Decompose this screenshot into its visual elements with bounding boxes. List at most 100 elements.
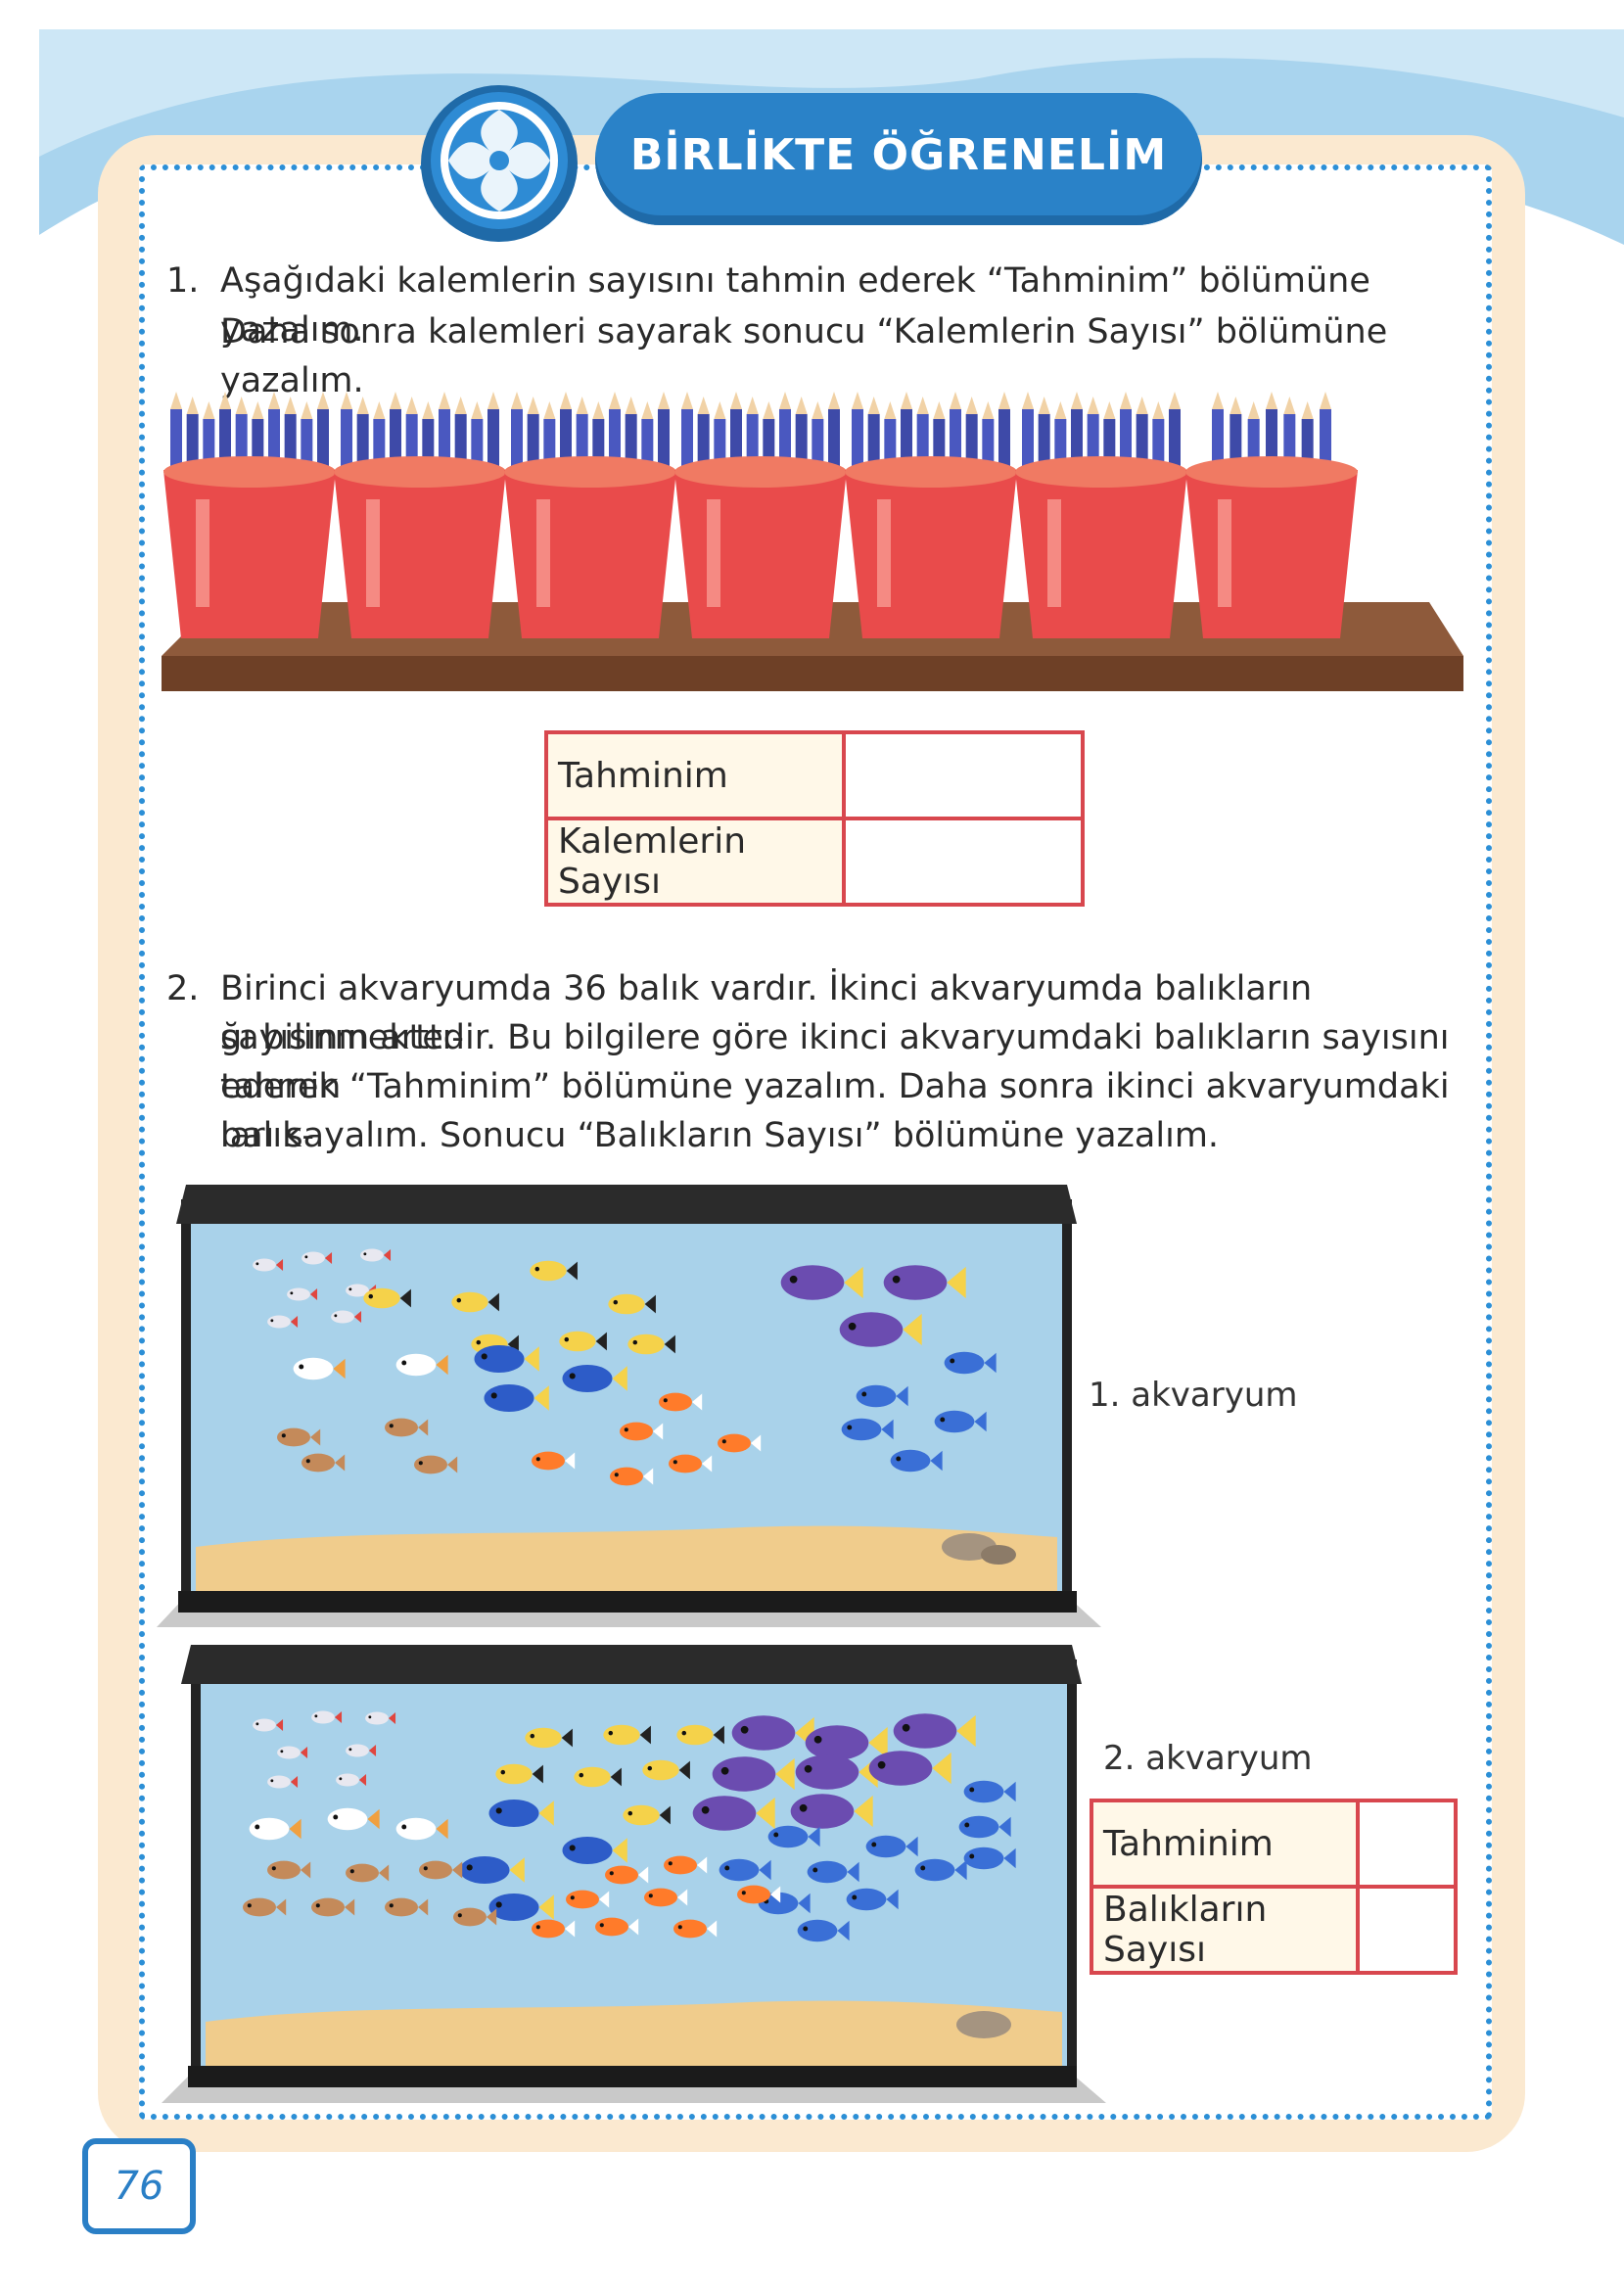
fish: [243, 1897, 287, 1917]
question-2: 2. Birinci akvaryumda 36 balık vardır. İ…: [166, 964, 1459, 1170]
fish: [559, 1331, 607, 1352]
fish: [419, 1860, 463, 1880]
fish: [360, 1248, 392, 1262]
fish: [302, 1453, 346, 1473]
fish: [914, 1858, 967, 1882]
table-label: Balıkların Sayısı: [1103, 1890, 1268, 1970]
table-row: Balıkların Sayısı: [1093, 1889, 1454, 1971]
fish: [311, 1897, 355, 1917]
fish: [719, 1858, 771, 1882]
estimate-answer-cell[interactable]: [1356, 1802, 1454, 1885]
fish: [958, 1815, 1011, 1839]
fish: [856, 1384, 908, 1408]
fish: [331, 1310, 362, 1324]
pencil-cup: [674, 392, 847, 638]
pencil-cup: [163, 392, 336, 638]
fish: [669, 1454, 713, 1473]
fish: [327, 1807, 380, 1831]
fish: [865, 1835, 918, 1858]
pencil-cups-illustration: [162, 392, 1463, 691]
fish: [484, 1383, 549, 1413]
question-1: 1. Aşağıdaki kalemlerin sayısını tahmin …: [166, 257, 1439, 400]
question-text-line: ederek “Tahminim” bölümüne yazalım. Daha…: [220, 1067, 1450, 1155]
fish: [605, 1865, 649, 1885]
fish: [642, 1759, 690, 1781]
fish: [302, 1251, 333, 1265]
fish: [659, 1392, 703, 1412]
question-text-line: ğı bilinmektedir. Bu bilgilere göre ikin…: [220, 1018, 1450, 1106]
aquarium-2: [162, 1645, 1106, 2103]
table-label: Kalemlerin Sayısı: [558, 821, 747, 902]
fish: [488, 1799, 554, 1828]
fish: [805, 1725, 888, 1760]
fish: [627, 1333, 675, 1355]
fish: [574, 1766, 622, 1788]
fish: [530, 1260, 578, 1282]
fish: [562, 1836, 627, 1865]
aquarium-2-label: 2. akvaryum: [1103, 1739, 1313, 1778]
fish: [365, 1711, 396, 1725]
fish: [488, 1893, 554, 1922]
fish: [267, 1775, 299, 1789]
fish: [346, 1744, 377, 1757]
fish: [807, 1860, 859, 1884]
fish: [459, 1855, 525, 1885]
fish: [846, 1888, 899, 1911]
fish: [453, 1907, 497, 1927]
fish: [676, 1724, 724, 1746]
fish: [944, 1351, 997, 1375]
fish: [311, 1710, 343, 1724]
aquarium-1-label: 1. akvaryum: [1089, 1376, 1298, 1415]
fish: [277, 1427, 321, 1447]
fish: [267, 1315, 299, 1329]
fish: [267, 1860, 311, 1880]
pencil-cup: [334, 392, 506, 638]
fish: [797, 1919, 850, 1942]
fish: [623, 1804, 671, 1826]
question-number: 2.: [166, 969, 200, 1008]
fish: [414, 1455, 458, 1474]
fish: [395, 1353, 448, 1377]
fish: [841, 1418, 894, 1441]
fish: [610, 1467, 654, 1486]
fish: [385, 1897, 429, 1917]
count-answer-cell[interactable]: [1356, 1889, 1454, 1971]
estimate-answer-cell[interactable]: [842, 734, 1081, 817]
question-text-line: Daha sonra kalemleri sayarak sonucu “Kal…: [220, 312, 1388, 400]
fish: [253, 1718, 284, 1732]
fish: [644, 1888, 688, 1907]
fish: [718, 1433, 762, 1453]
fish: [474, 1344, 539, 1374]
page-number: 76: [82, 2138, 196, 2234]
fish: [253, 1258, 284, 1272]
fish: [249, 1817, 302, 1841]
fish: [532, 1451, 576, 1471]
section-title: BİRLİKTE ÖĞRENELİM: [629, 130, 1168, 180]
count-answer-cell[interactable]: [842, 820, 1081, 903]
table-row: Kalemlerin Sayısı: [548, 820, 1081, 903]
fish: [620, 1422, 664, 1441]
fish: [767, 1825, 820, 1848]
puzzle-icon: [421, 85, 578, 242]
question-text-line: Birinci akvaryumda 36 balık vardır. İkin…: [220, 969, 1313, 1057]
section-title-banner: BİRLİKTE ÖĞRENELİM: [595, 93, 1202, 225]
fish: [790, 1794, 873, 1829]
fish: [336, 1773, 367, 1787]
question-text-line: ları sayalım. Sonucu “Balıkların Sayısı”…: [220, 1116, 1220, 1155]
fish: [277, 1746, 308, 1759]
fish: [287, 1287, 318, 1301]
fish: [346, 1863, 390, 1883]
fish: [890, 1449, 943, 1473]
fish: [595, 1917, 639, 1937]
fish: [692, 1796, 775, 1831]
fish: [934, 1410, 987, 1433]
fish: [566, 1890, 610, 1909]
table-row: Tahminim: [1093, 1802, 1454, 1889]
fish: [737, 1885, 781, 1904]
fish: [839, 1312, 922, 1347]
fish: [963, 1780, 1016, 1803]
pencil-answer-table: Tahminim Kalemlerin Sayısı: [544, 730, 1085, 907]
fish: [893, 1713, 976, 1749]
fish: [603, 1724, 651, 1746]
fish: [883, 1265, 966, 1300]
